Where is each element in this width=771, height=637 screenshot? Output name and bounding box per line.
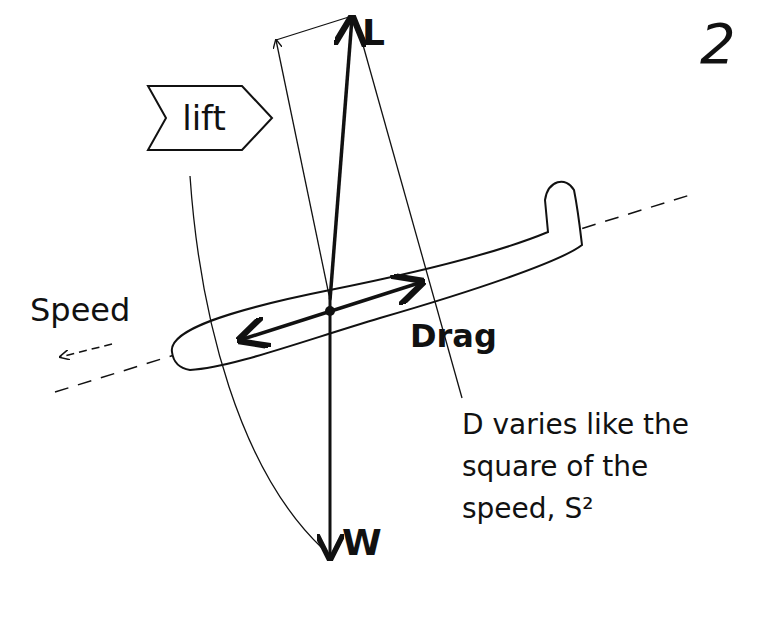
speed-label: Speed xyxy=(30,292,130,329)
note-text: D varies like the square of the speed, S… xyxy=(462,404,697,530)
weight-vector xyxy=(329,300,332,558)
banner-arrow: lift xyxy=(148,86,272,150)
lift-component xyxy=(276,40,330,300)
speed-arrow xyxy=(60,344,112,357)
vector-label: W xyxy=(342,522,382,563)
lift-vector xyxy=(330,18,352,300)
projection-line xyxy=(276,16,352,40)
lift-curve xyxy=(190,176,322,548)
banner-text: lift xyxy=(166,98,242,138)
glider-body xyxy=(172,182,582,370)
vector-label: L xyxy=(362,12,385,53)
page-number: 2 xyxy=(700,12,736,76)
drag-label: Drag xyxy=(410,318,497,355)
